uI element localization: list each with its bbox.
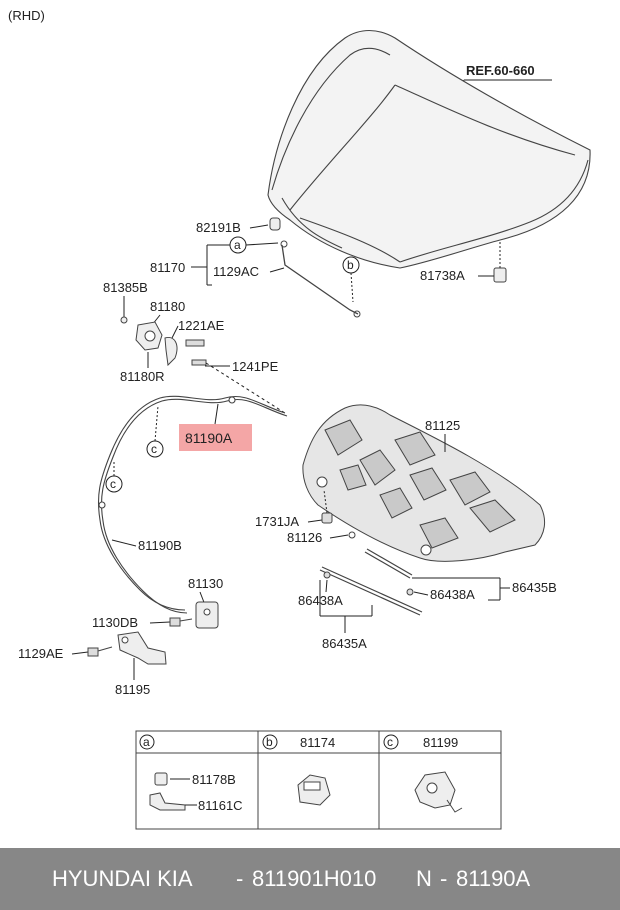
legend-a-circle [139, 734, 155, 750]
label-81180: 81180 [150, 299, 185, 314]
highlight-81190A [179, 424, 252, 451]
legend-c-circle [383, 734, 399, 750]
legend-b-label: b [266, 735, 273, 749]
label-82191B: 82191B [196, 220, 241, 235]
label-1221AE: 1221AE [178, 318, 225, 333]
label-81130: 81130 [188, 576, 223, 591]
release-handle-81130 [195, 601, 219, 629]
leader-1129AC [269, 267, 285, 273]
label-86438A-right: 86438A [430, 587, 475, 602]
legend-a-parts-illustration [149, 772, 186, 811]
legend-a-label: a [143, 735, 150, 749]
legend-a-part2: 81161C [198, 798, 243, 813]
legend-c-label: c [387, 735, 393, 749]
label-81190A: 81190A [185, 430, 233, 446]
legend-b-part: 81174 [300, 735, 335, 750]
label-81125: 81125 [425, 418, 460, 433]
label-81190B: 81190B [138, 538, 182, 553]
legend-a-part1: 81178B [192, 772, 236, 787]
parts-diagram: (RHD) REF.60-660 82191B 81170 a 1129AC b… [8, 8, 591, 830]
legend-b-part-illustration [297, 774, 331, 806]
label-81738A: 81738A [420, 268, 465, 283]
footer-brand: HYUNDAI KIA [52, 866, 193, 891]
label-86435A: 86435A [322, 636, 367, 651]
footer-sep2: - [440, 866, 448, 891]
callout-a-text: a [234, 238, 241, 252]
insulator-pad-81125 [302, 404, 546, 562]
leader-c1 [154, 405, 159, 442]
footer-ref-number: 81190A [456, 866, 531, 891]
leader-82191B [249, 224, 269, 229]
leader-1130DB [149, 621, 171, 624]
clip-1731JA [321, 512, 333, 524]
label-81385B: 81385B [103, 280, 148, 295]
variant-label: (RHD) [8, 8, 45, 23]
leader-86438A-left [325, 579, 328, 593]
callout-b-text: b [347, 258, 354, 272]
weatherstrips-86435 [319, 548, 423, 616]
leader-81170 [191, 244, 232, 286]
leader-86435A [319, 580, 373, 633]
footer-n-label: N [416, 866, 432, 891]
label-1129AE: 1129AE [18, 646, 64, 661]
label-81170: 81170 [150, 260, 185, 275]
bolt-1129AE [87, 646, 113, 657]
leader-a [245, 242, 279, 246]
leader-86438A-right [413, 591, 429, 596]
leader-1731JA [307, 519, 323, 523]
leader-1129AE [71, 651, 89, 655]
label-81180R: 81180R [120, 369, 165, 384]
legend-c-part-illustration [414, 771, 463, 813]
footer-bar: HYUNDAI KIA - 811901H010 N - 81190A [0, 848, 620, 910]
hood-illustration [267, 29, 591, 269]
label-1130DB: 1130DB [92, 615, 138, 630]
label-1731JA: 1731JA [255, 514, 299, 529]
leader-b [350, 272, 354, 303]
leader-81190B [111, 539, 137, 547]
latch-assembly [120, 316, 207, 367]
footer-sep1: - [236, 866, 244, 891]
ref-label: REF.60-660 [466, 63, 535, 78]
label-1241PE: 1241PE [232, 359, 279, 374]
label-81195: 81195 [115, 682, 150, 697]
leader-1221AE [171, 325, 179, 339]
label-1129AC: 1129AC [213, 264, 259, 279]
callout-c1-text: c [151, 442, 157, 456]
leader-81126 [329, 534, 349, 539]
label-81126: 81126 [287, 530, 322, 545]
callout-c2-text: c [110, 477, 116, 491]
legend-c-part: 81199 [423, 735, 458, 750]
legend-b-circle [262, 734, 278, 750]
clip-81126 [348, 531, 356, 539]
leader-81190A [214, 403, 219, 425]
footer-part-number: 811901H010 [252, 866, 377, 891]
bumper-82191B [269, 217, 281, 231]
bolt-1130DB [169, 617, 193, 627]
prop-rod-81170 [280, 240, 361, 318]
bumper-81738A [493, 267, 507, 283]
bracket-81195 [117, 631, 167, 665]
release-cable-81190 [97, 395, 288, 614]
label-86438A-left: 86438A [298, 593, 343, 608]
leader-86435B [412, 577, 510, 601]
label-86435B: 86435B [512, 580, 557, 595]
